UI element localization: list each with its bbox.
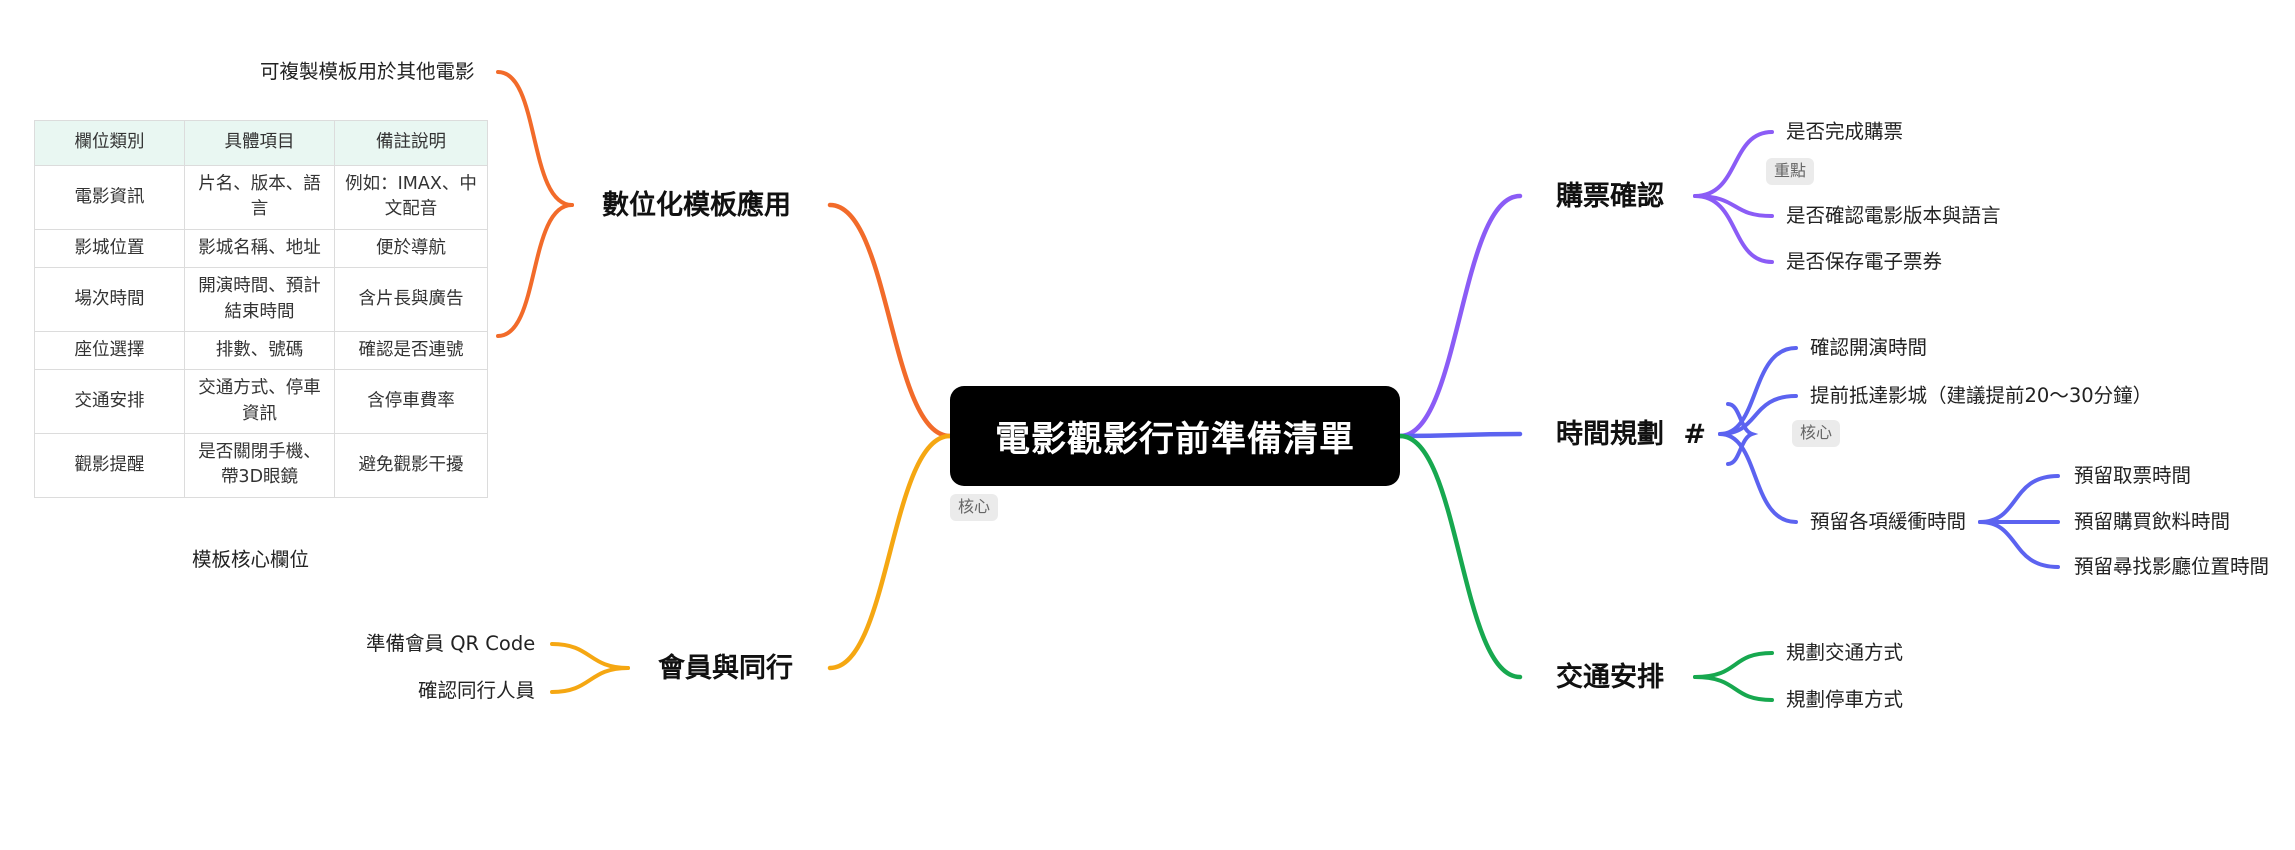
table-cell: 交通方式、停車資訊 [184, 369, 335, 434]
root-node[interactable]: 電影觀影行前準備清單 [950, 386, 1400, 486]
branch-time-label: 時間規劃 [1556, 419, 1664, 450]
ticket-tag: 重點 [1766, 158, 1815, 185]
table-cell: 觀影提醒 [34, 433, 185, 498]
time-tag: 核心 [1792, 420, 1841, 447]
root-title: 電影觀影行前準備清單 [994, 419, 1355, 460]
table-cell: 例如：IMAX、中文配音 [334, 165, 488, 230]
table-row: 觀影提醒 是否關閉手機、帶3D眼鏡 避免觀影干擾 [34, 433, 488, 498]
connector-member-1 [550, 642, 630, 670]
connector-digital-note [496, 70, 574, 207]
connector-time-3 [1718, 432, 1798, 524]
connector-time-bracket [1726, 402, 1759, 466]
table-cell: 含停車費率 [334, 369, 488, 434]
time-item-1[interactable]: 確認開演時間 [1810, 336, 1928, 359]
buffer-item-2[interactable]: 預留購買飲料時間 [2074, 510, 2231, 533]
table-cell: 影城位置 [34, 228, 185, 269]
template-table: 欄位類別 具體項目 備註說明 電影資訊 片名、版本、語言 例如：IMAX、中文配… [34, 120, 488, 498]
connector-ticket-1 [1693, 130, 1774, 198]
connector-root-member [827, 433, 953, 671]
transport-item-1[interactable]: 規劃交通方式 [1786, 641, 1904, 664]
table-cell: 是否關閉手機、帶3D眼鏡 [184, 433, 335, 498]
connector-root-ticket [1397, 193, 1523, 439]
table-row: 電影資訊 片名、版本、語言 例如：IMAX、中文配音 [34, 165, 488, 230]
table-row: 交通安排 交通方式、停車資訊 含停車費率 [34, 369, 488, 434]
connector-buffer-1 [1978, 474, 2060, 524]
ticket-item-3[interactable]: 是否保存電子票券 [1786, 250, 1943, 273]
table-cell: 確認是否連號 [334, 330, 488, 371]
table-header-row: 欄位類別 具體項目 備註說明 [34, 120, 488, 166]
time-item-2[interactable]: 提前抵達影城（建議提前20～30分鐘） [1810, 384, 2153, 407]
member-item-1[interactable]: 準備會員 QR Code [366, 632, 536, 655]
branch-time[interactable]: 時間規劃 # [1556, 419, 1706, 451]
connector-root-time [1397, 431, 1523, 439]
connector-root-digital [827, 202, 953, 439]
time-item-3[interactable]: 預留各項緩衝時間 [1810, 510, 1967, 533]
table-cell: 電影資訊 [34, 165, 185, 230]
branch-ticket[interactable]: 購票確認 [1556, 181, 1664, 212]
table-cell: 場次時間 [34, 267, 185, 332]
table-row: 座位選擇 排數、號碼 確認是否連號 [34, 330, 488, 371]
branch-digital[interactable]: 數位化模板應用 [602, 190, 791, 221]
ticket-item-2[interactable]: 是否確認電影版本與語言 [1786, 204, 2001, 227]
connector-time-2 [1718, 394, 1798, 436]
table-caption: 模板核心欄位 [192, 548, 310, 571]
root-tag: 核心 [950, 494, 999, 521]
ticket-item-1[interactable]: 是否完成購票 [1786, 120, 1904, 143]
table-cell: 開演時間、預計結束時間 [184, 267, 335, 332]
table-cell: 避免觀影干擾 [334, 433, 488, 498]
table-header-cell: 具體項目 [184, 120, 335, 166]
transport-item-2[interactable]: 規劃停車方式 [1786, 688, 1904, 711]
table-cell: 片名、版本、語言 [184, 165, 335, 230]
table-cell: 座位選擇 [34, 330, 185, 371]
table-cell: 排數、號碼 [184, 330, 335, 371]
connector-ticket-3 [1693, 194, 1774, 264]
table-cell: 含片長與廣告 [334, 267, 488, 332]
connector-member-2 [550, 666, 630, 694]
branch-member[interactable]: 會員與同行 [658, 653, 793, 684]
table-row: 影城位置 影城名稱、地址 便於導航 [34, 228, 488, 269]
buffer-item-1[interactable]: 預留取票時間 [2074, 464, 2192, 487]
table-header-cell: 備註說明 [334, 120, 488, 166]
member-item-2[interactable]: 確認同行人員 [418, 679, 536, 702]
digital-note[interactable]: 可複製模板用於其他電影 [260, 60, 475, 83]
table-cell: 影城名稱、地址 [184, 228, 335, 269]
table-cell: 便於導航 [334, 228, 488, 269]
table-header-cell: 欄位類別 [34, 120, 185, 166]
connector-root-transport [1397, 433, 1523, 680]
table-row: 場次時間 開演時間、預計結束時間 含片長與廣告 [34, 267, 488, 332]
connector-digital-table [496, 203, 574, 338]
hash-mark: # [1683, 419, 1707, 450]
buffer-item-3[interactable]: 預留尋找影廳位置時間 [2074, 555, 2270, 578]
connector-buffer-3 [1978, 520, 2060, 569]
table-cell: 交通安排 [34, 369, 185, 434]
connector-time-1 [1718, 346, 1798, 436]
connector-transport-1 [1693, 651, 1774, 679]
connector-transport-2 [1693, 675, 1774, 702]
branch-transport[interactable]: 交通安排 [1556, 662, 1664, 693]
